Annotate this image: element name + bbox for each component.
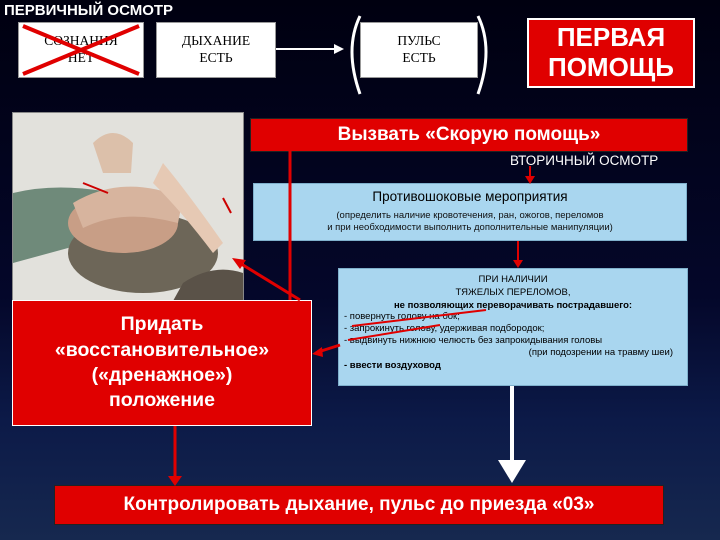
- fractures-line: ТЯЖЕЛЫХ ПЕРЕЛОМОВ,: [455, 287, 571, 298]
- fractures-line: ПРИ НАЛИЧИИ: [478, 274, 548, 285]
- recovery-position-box: Придать «восстановительное» («дренажное»…: [12, 300, 312, 426]
- fractures-item: (при подозрении на травму шеи): [528, 347, 673, 359]
- box-line: ЕСТЬ: [199, 50, 233, 65]
- recovery-line: («дренажное»): [91, 364, 233, 386]
- box-line: ЕСТЬ: [402, 50, 436, 65]
- arrow-head: [513, 260, 523, 268]
- secondary-exam-label: ВТОРИЧНЫЙ ОСМОТР: [510, 153, 659, 168]
- arrow-head: [312, 347, 323, 357]
- antishock-line: и при необходимости выполнить дополнител…: [327, 221, 613, 233]
- monitor-bar: Контролировать дыхание, пульс до приезда…: [54, 485, 664, 525]
- arrow-head: [334, 44, 344, 54]
- antishock-box: Противошоковые мероприятия (определить н…: [253, 183, 687, 241]
- recovery-position-photo: [12, 112, 244, 302]
- left-bracket: [350, 15, 362, 95]
- fractures-box: ПРИ НАЛИЧИИ ТЯЖЕЛЫХ ПЕРЕЛОМОВ, не позвол…: [338, 268, 688, 386]
- arrow-head: [498, 460, 526, 483]
- photo-illustration: [13, 113, 243, 301]
- box-line: ПУЛЬС: [397, 33, 441, 49]
- recovery-line: положение: [108, 389, 215, 412]
- box-line: ДЫХАНИЕ: [181, 33, 251, 49]
- arrow-line: [317, 343, 341, 354]
- antishock-heading: Противошоковые мероприятия: [372, 189, 568, 204]
- fractures-item: - повернуть голову на бок;: [344, 311, 460, 322]
- right-bracket: [476, 15, 488, 95]
- recovery-line: Придать: [120, 313, 204, 336]
- fractures-line: не позволяющих переворачивать пострадавш…: [393, 300, 633, 311]
- fractures-item: - запрокинуть голову, удерживая подбород…: [344, 323, 545, 335]
- box-line: ПОМОЩЬ: [548, 52, 674, 82]
- fractures-item: - выдвинуть нижнюю челюсть без запрокиды…: [344, 335, 603, 347]
- antishock-line: (определить наличие кровотечения, ран, о…: [336, 210, 604, 221]
- top-connectors: [276, 15, 488, 95]
- fractures-item: - ввести воздуховод: [344, 359, 441, 371]
- box-line: ПЕРВАЯ: [556, 22, 666, 53]
- page-title: ПЕРВИЧНЫЙ ОСМОТР: [4, 2, 174, 19]
- cross-out-mark: [22, 24, 140, 76]
- recovery-line: «восстановительное»: [54, 338, 270, 361]
- arrow-line: [237, 260, 301, 302]
- call-ambulance-bar: Вызвать «Скорую помощь»: [250, 118, 688, 152]
